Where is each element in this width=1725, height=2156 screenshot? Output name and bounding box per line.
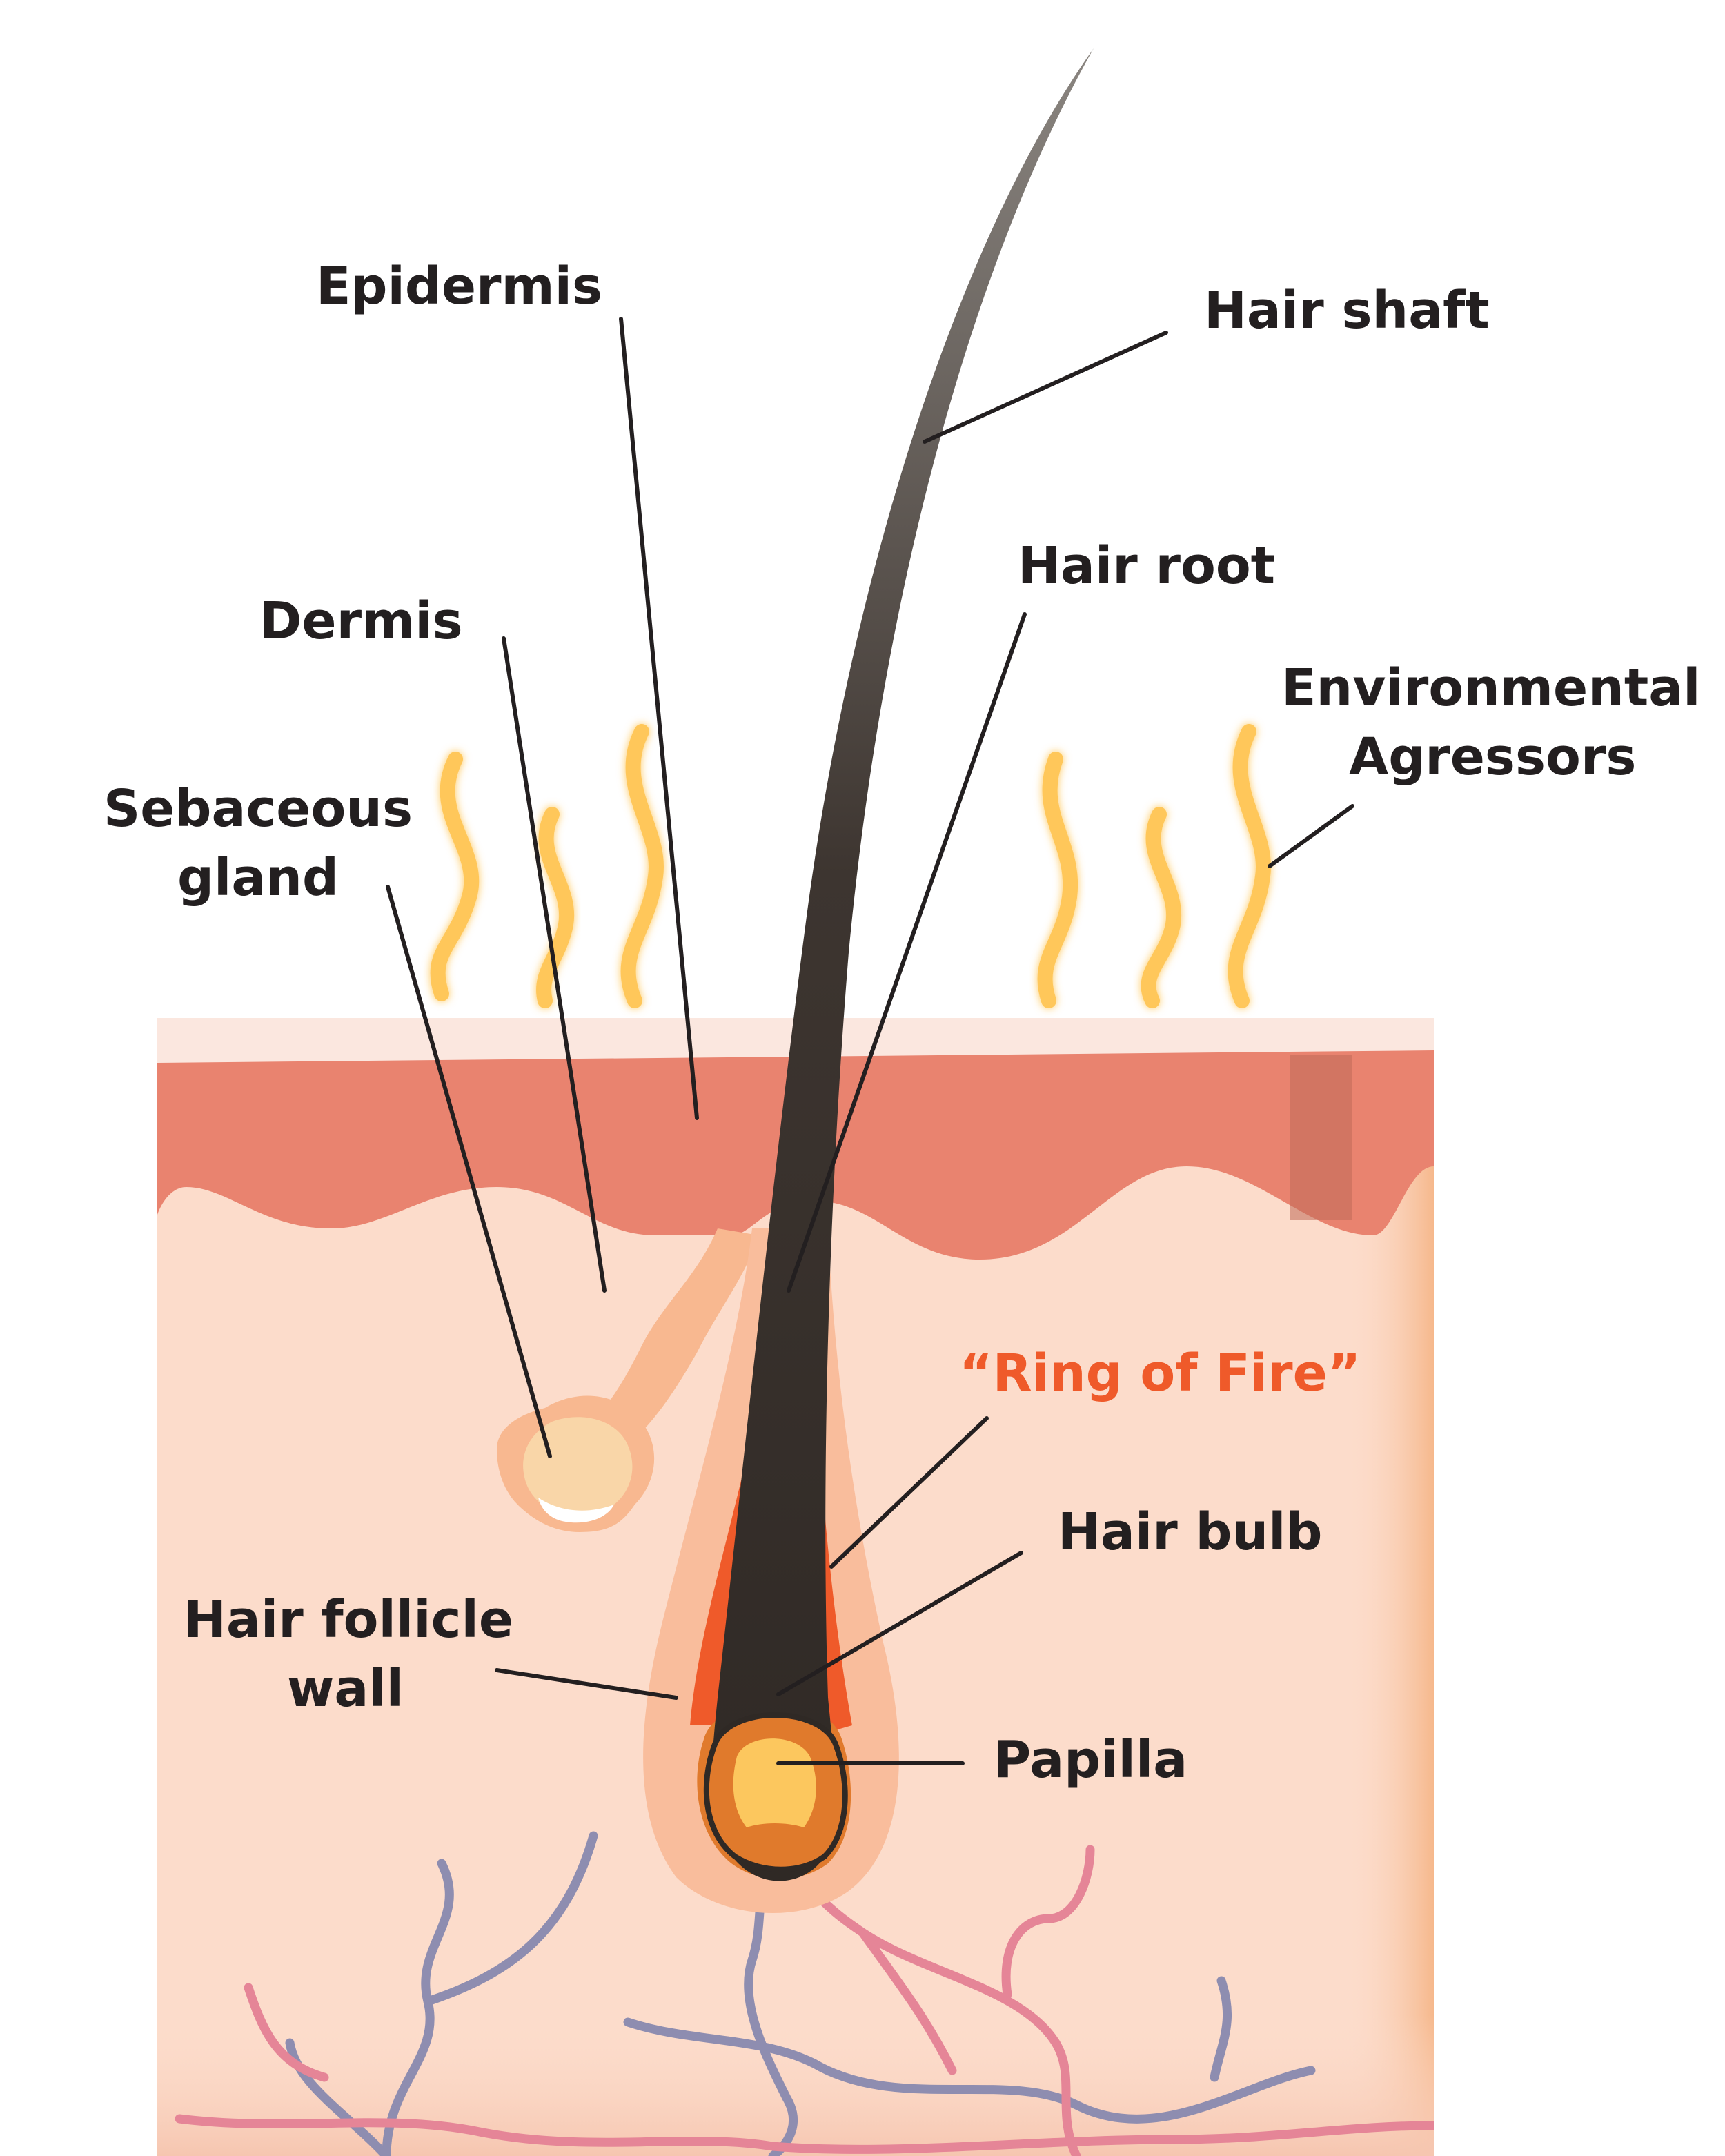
- hair-root-and-shaft: [711, 48, 1094, 1881]
- leader-ring-of-fire: [829, 1416, 989, 1569]
- leader-hair-root: [787, 612, 1027, 1293]
- heat-wave-icon: [1141, 807, 1182, 1008]
- sebaceous-gland-oil: [538, 1498, 614, 1523]
- label-hair-shaft: Hair shaft: [1204, 281, 1490, 340]
- label-papilla: Papilla: [994, 1730, 1187, 1790]
- epidermis-shadow-band: [1290, 1055, 1352, 1220]
- label-follicle-wall-line1: Hair follicle: [184, 1590, 513, 1649]
- papilla-overlay: [733, 1738, 816, 1827]
- label-epidermis: Epidermis: [316, 257, 602, 316]
- heat-wave-icon: [620, 724, 664, 1008]
- hair: [703, 48, 1094, 1881]
- leader-environmental: [1268, 804, 1354, 868]
- heat-wave-icon: [430, 752, 480, 1001]
- labels: Epidermis Hair shaft Hair root Dermis En…: [103, 257, 1701, 1790]
- label-dermis: Dermis: [259, 591, 463, 651]
- leader-lines: [386, 317, 1354, 1765]
- label-follicle-wall-line2: wall: [287, 1659, 404, 1718]
- heat-wave-icon: [1037, 752, 1078, 1008]
- leader-hair-bulb: [776, 1551, 1023, 1696]
- label-hair-bulb: Hair bulb: [1058, 1502, 1322, 1562]
- sebaceous-gland-inner: [523, 1417, 633, 1515]
- label-sebaceous-line1: Sebaceous: [103, 779, 413, 839]
- artery-network: [175, 1817, 1434, 2156]
- leader-sebaceous: [386, 885, 552, 1458]
- dermis-right-edge: [1346, 1063, 1434, 2156]
- label-sebaceous-line2: gland: [177, 848, 339, 908]
- vein-network: [285, 1824, 1316, 2156]
- leader-hair-shaft: [923, 331, 1168, 444]
- sebaceous-gland: [497, 1228, 759, 1532]
- environmental-aggressor-waves: [430, 724, 1271, 1008]
- label-hair-root: Hair root: [1018, 536, 1275, 596]
- blood-vessels: [175, 1817, 1434, 2156]
- heat-wave-icon: [1228, 724, 1271, 1008]
- leader-follicle-wall: [495, 1668, 678, 1700]
- heat-wave-icon: [536, 807, 575, 1008]
- label-ring-of-fire: “Ring of Fire”: [959, 1344, 1361, 1403]
- label-environmental-line2: Agressors: [1349, 727, 1636, 787]
- leader-dermis: [502, 636, 607, 1293]
- label-environmental-line1: Environmental: [1281, 658, 1701, 718]
- leader-epidermis: [619, 317, 699, 1120]
